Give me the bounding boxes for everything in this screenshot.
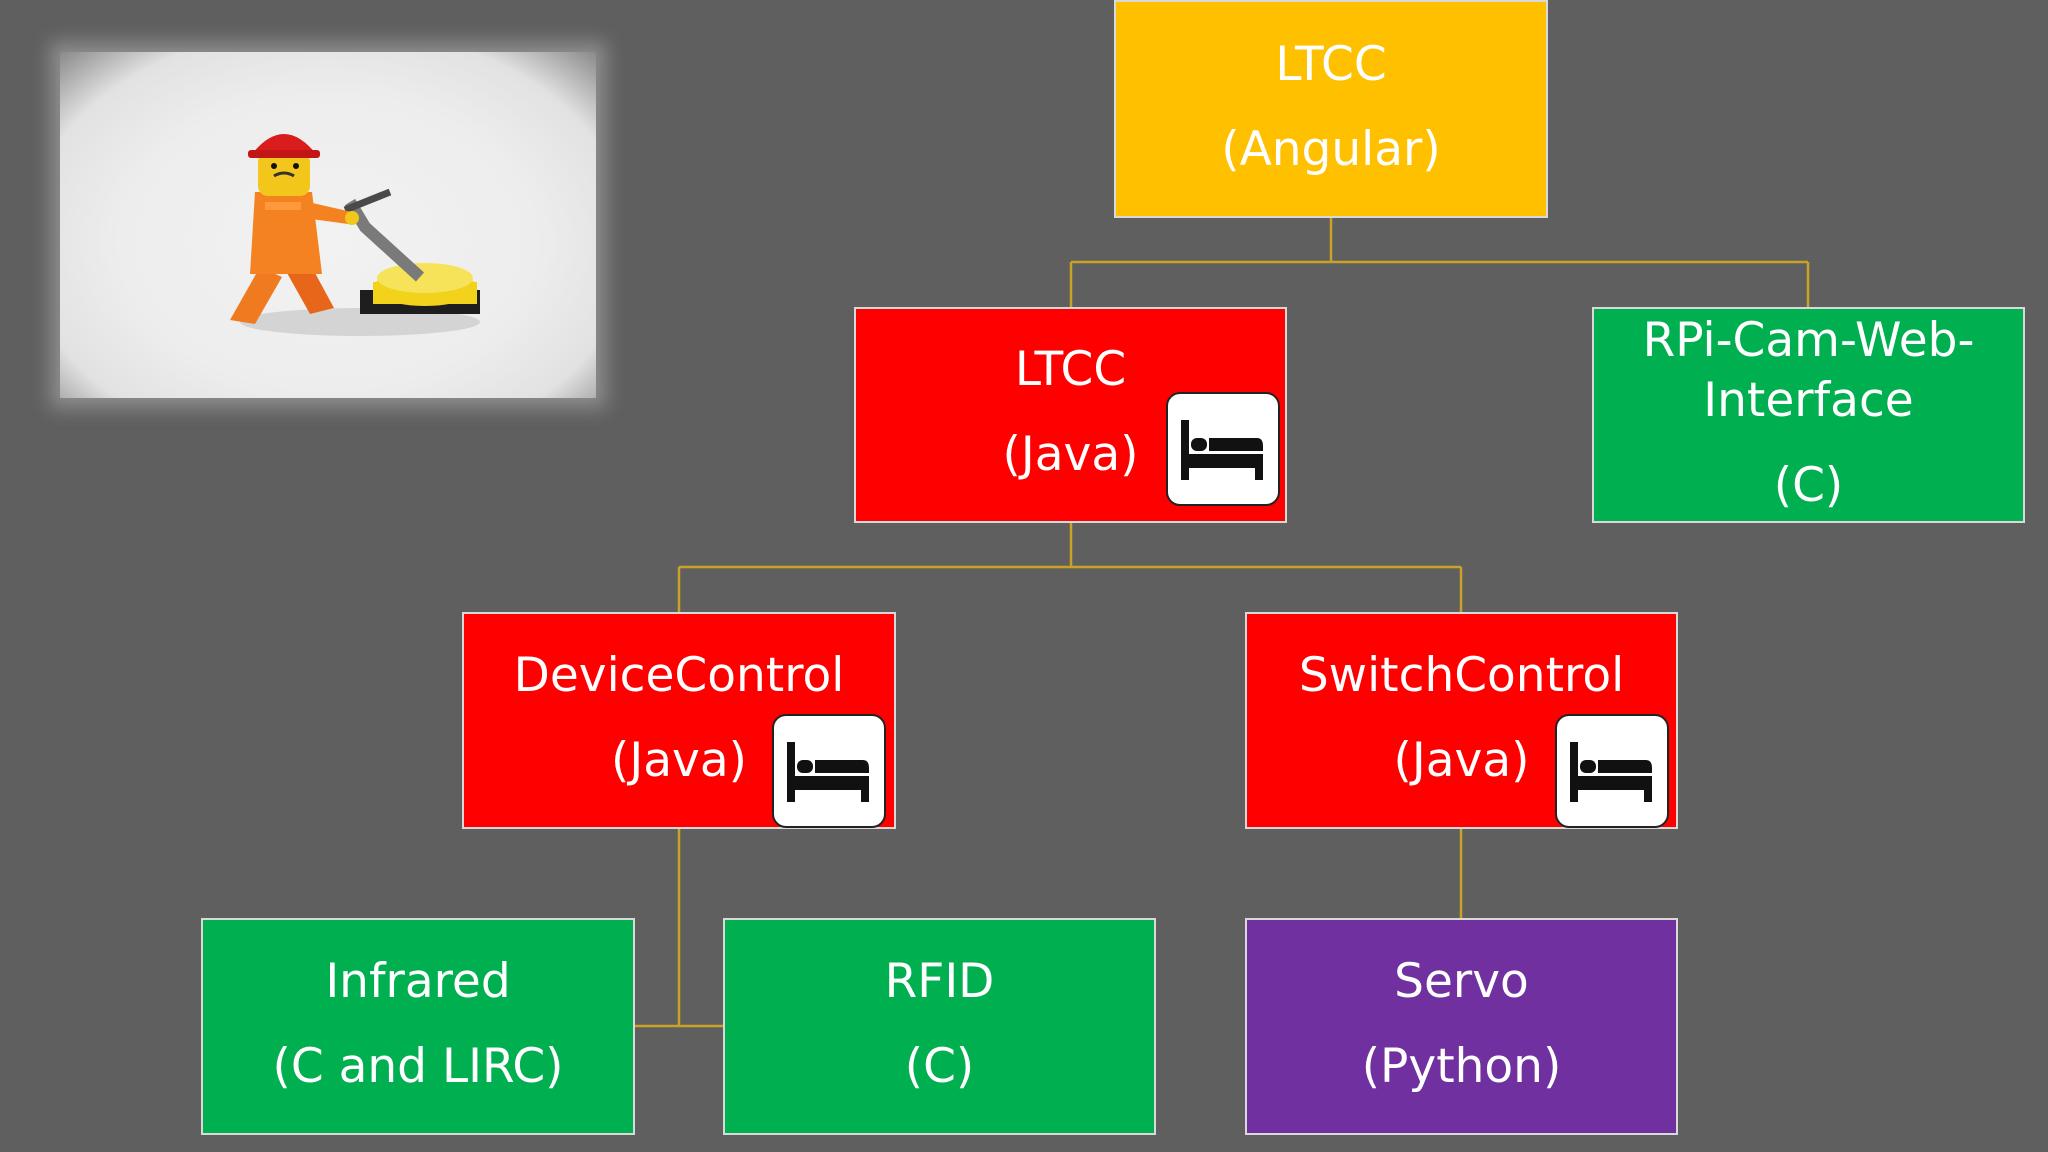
connector-ltcc-angular-children [1069,218,1810,307]
node-subtitle: (C) [904,1039,975,1094]
node-title: DeviceControl [513,648,845,703]
node-ltcc-java: LTCC (Java) [854,307,1287,523]
bed-icon [772,714,886,828]
node-devicecontrol: DeviceControl (Java) [462,612,896,829]
lego-worker-floor-polisher-photo [230,134,480,336]
bed-icon [1555,714,1669,828]
node-title-line1: RPi-Cam-Web- [1642,313,1975,368]
node-rfid: RFID (C) [723,918,1156,1135]
node-title: LTCC [1275,37,1387,92]
node-servo: Servo (Python) [1245,918,1678,1135]
lego-worker-photo [60,52,596,398]
node-title: Infrared [325,954,511,1009]
node-subtitle: (Python) [1361,1039,1562,1094]
node-title-line2: Interface [1703,373,1914,428]
node-subtitle: (Java) [1393,733,1530,788]
bed-icon [1166,392,1280,506]
node-title: SwitchControl [1298,648,1625,703]
node-subtitle: (C and LIRC) [272,1039,564,1094]
node-subtitle: (C) [1773,458,1844,513]
node-rpi-cam-web-interface: RPi-Cam-Web- Interface (C) [1592,307,2025,523]
node-title: Servo [1394,954,1529,1009]
node-subtitle: (Java) [1002,427,1139,482]
node-ltcc-angular: LTCC (Angular) [1114,0,1548,218]
connector-devicecontrol-children [634,828,724,1028]
node-title: RFID [884,954,995,1009]
node-subtitle: (Java) [611,733,747,788]
node-subtitle: (Angular) [1221,122,1441,177]
node-switchcontrol: SwitchControl (Java) [1245,612,1678,829]
connector-ltcc-java-children [677,522,1463,613]
node-title: LTCC [1014,342,1127,397]
node-infrared: Infrared (C and LIRC) [201,918,635,1135]
